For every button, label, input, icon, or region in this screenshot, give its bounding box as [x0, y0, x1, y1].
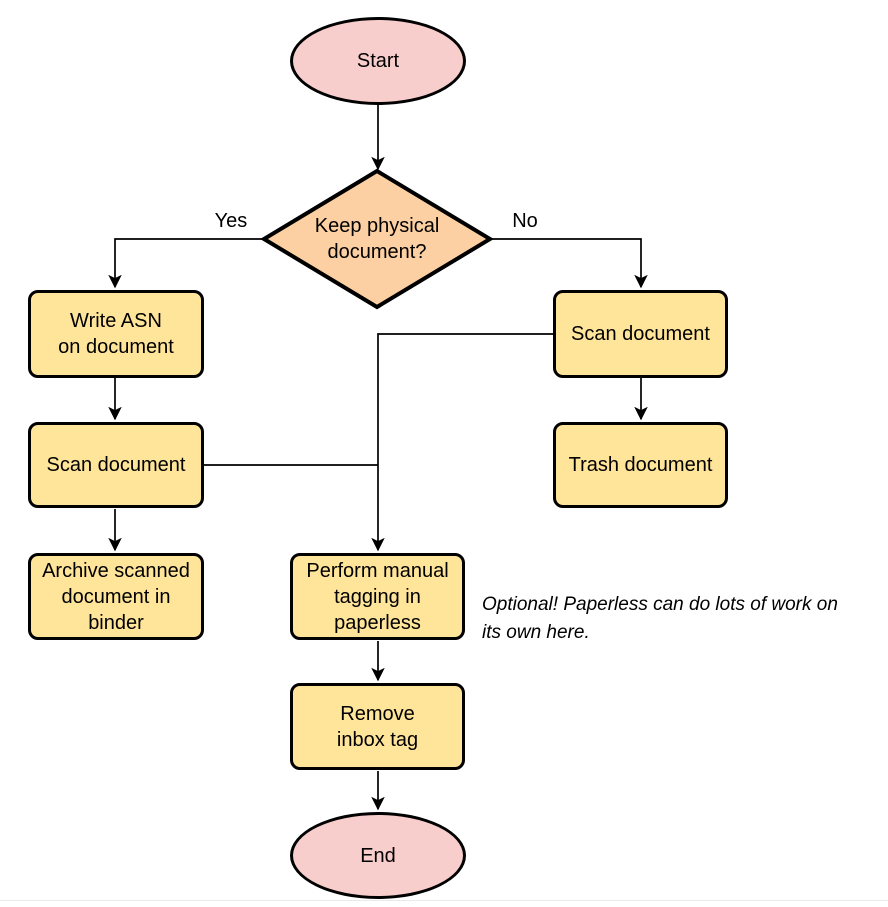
connector-decision-no-to-scan-right [490, 238, 648, 289]
edge-label-no: No [512, 210, 538, 232]
process-trash-document-label: Trash document [568, 454, 713, 476]
terminator-end: End [290, 812, 466, 899]
process-scan-document-right-label: Scan document [571, 323, 710, 345]
process-remove-inbox-tag: Remove inbox tag [290, 683, 465, 770]
process-manual-tagging: Perform manual tagging in paperless [290, 553, 465, 640]
process-archive-in-binder: Archive scanned document in binder [28, 553, 204, 640]
terminator-start-label: Start [356, 50, 400, 72]
optional-note: Optional! Paperless can do lots of work … [482, 594, 838, 643]
connector-decision-yes-to-write-asn [108, 238, 264, 289]
process-write-asn: Write ASN on document [28, 290, 204, 378]
process-scan-document-left: Scan document [28, 422, 204, 508]
process-write-asn-label: Write ASN on document [58, 310, 174, 358]
page-bottom-divider [0, 900, 888, 901]
process-scan-document-right: Scan document [553, 290, 728, 378]
terminator-end-label: End [360, 844, 396, 867]
process-archive-in-binder-label: Archive scanned document in binder [42, 559, 190, 634]
decision-shape [260, 168, 494, 310]
terminator-start: Start [290, 17, 466, 105]
connector-scan-right-to-tagging [371, 333, 553, 552]
edge-label-yes: Yes [214, 210, 248, 232]
decision-keep-physical-document: Keep physical document? [277, 206, 477, 272]
decision-label: Keep physical document? [314, 215, 440, 263]
process-manual-tagging-label: Perform manual tagging in paperless [306, 559, 449, 634]
process-trash-document: Trash document [553, 422, 728, 508]
process-remove-inbox-tag-label: Remove inbox tag [336, 702, 419, 751]
process-scan-document-left-label: Scan document [46, 454, 186, 476]
